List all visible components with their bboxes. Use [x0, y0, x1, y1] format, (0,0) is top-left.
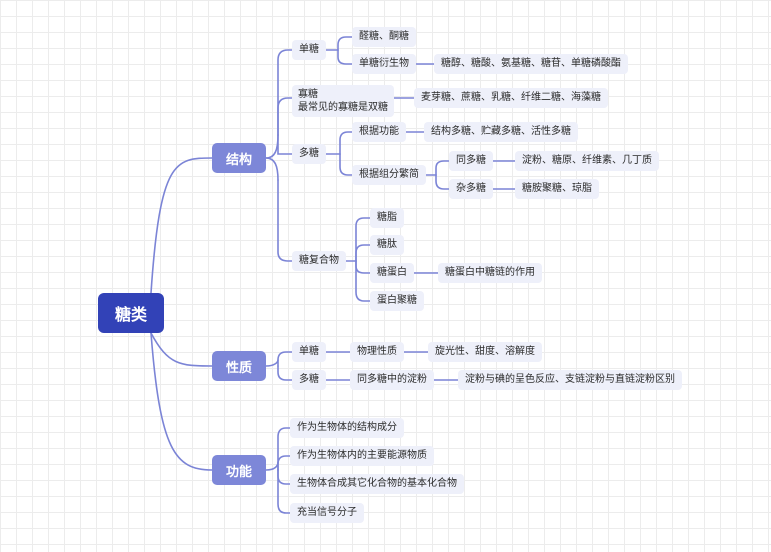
node-oligo[interactable]: 寡糖 最常见的寡糖是双糖	[292, 85, 394, 117]
node-glycolipid[interactable]: 糖脂	[370, 208, 404, 228]
node-homopolysaccharide[interactable]: 同多糖	[449, 151, 493, 171]
node-by-composition[interactable]: 根据组分繁简	[352, 165, 426, 185]
node-derivative-examples[interactable]: 糖醇、糖酸、氨基糖、糖苷、单糖磷酸酯	[434, 54, 628, 74]
node-glycopeptide[interactable]: 糖肽	[370, 235, 404, 255]
node-proteoglycan[interactable]: 蛋白聚糖	[370, 291, 424, 311]
node-glycoconjugate[interactable]: 糖复合物	[292, 251, 346, 271]
node-function-examples[interactable]: 结构多糖、贮藏多糖、活性多糖	[424, 122, 578, 142]
node-properties-poly[interactable]: 多糖	[292, 370, 326, 390]
node-oligo-examples[interactable]: 麦芽糖、蔗糖、乳糖、纤维二糖、海藻糖	[414, 88, 608, 108]
branch-functions[interactable]: 功能	[212, 455, 266, 485]
root-node[interactable]: 糖类	[98, 293, 164, 333]
node-hetero-examples[interactable]: 糖胺聚糖、琼脂	[515, 179, 599, 199]
node-by-function[interactable]: 根据功能	[352, 122, 406, 142]
node-function-4[interactable]: 充当信号分子	[290, 503, 364, 523]
node-aldose-ketose[interactable]: 醛糖、酮糖	[352, 27, 416, 47]
oligo-line2: 最常见的寡糖是双糖	[298, 102, 388, 113]
node-structure-mono[interactable]: 单糖	[292, 40, 326, 60]
node-homo-examples[interactable]: 淀粉、糖原、纤维素、几丁质	[515, 151, 659, 171]
node-physical-examples[interactable]: 旋光性、甜度、溶解度	[428, 342, 542, 362]
node-glycoprotein[interactable]: 糖蛋白	[370, 263, 414, 283]
node-starch[interactable]: 同多糖中的淀粉	[350, 370, 434, 390]
node-structure-poly[interactable]: 多糖	[292, 144, 326, 164]
branch-structure[interactable]: 结构	[212, 143, 266, 173]
node-mono-derivatives[interactable]: 单糖衍生物	[352, 54, 416, 74]
branch-properties[interactable]: 性质	[212, 351, 266, 381]
node-heteropolysaccharide[interactable]: 杂多糖	[449, 179, 493, 199]
oligo-line1: 寡糖	[298, 89, 318, 100]
node-glycoprotein-note[interactable]: 糖蛋白中糖链的作用	[438, 263, 542, 283]
node-function-2[interactable]: 作为生物体内的主要能源物质	[290, 446, 434, 466]
node-function-3[interactable]: 生物体合成其它化合物的基本化合物	[290, 474, 464, 494]
node-properties-mono[interactable]: 单糖	[292, 342, 326, 362]
node-physical-properties[interactable]: 物理性质	[350, 342, 404, 362]
node-starch-examples[interactable]: 淀粉与碘的呈色反应、支链淀粉与直链淀粉区别	[458, 370, 682, 390]
node-function-1[interactable]: 作为生物体的结构成分	[290, 418, 404, 438]
